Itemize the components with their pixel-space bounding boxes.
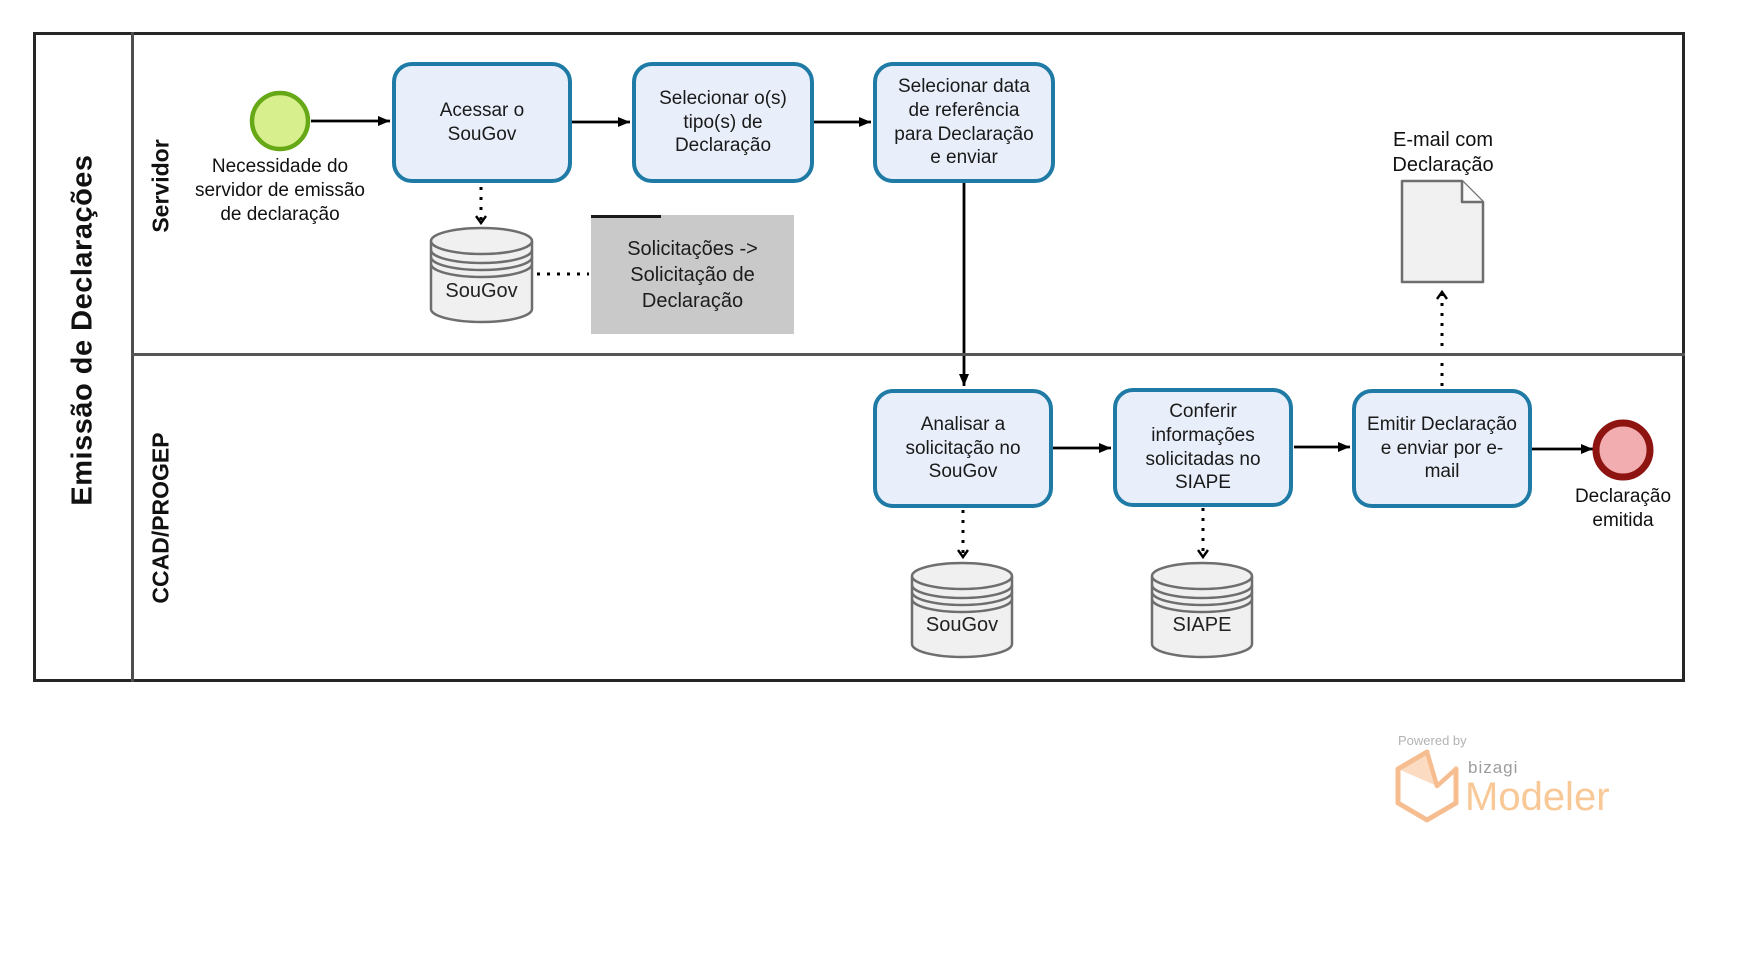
start-event-label: Necessidade do servidor de emissão de de…: [194, 156, 366, 225]
bizagi-logo-icon: [1395, 749, 1459, 823]
task-selecionar-data-referencia[interactable]: Selecionar data de referência para Decla…: [873, 62, 1055, 183]
task-acessar-o-sougov[interactable]: Acessar o SouGov: [392, 62, 572, 183]
annotation-bracket: [591, 215, 661, 218]
data-store-label-siape: SIAPE: [1172, 614, 1232, 636]
lane-label-ccad-progep: CCAD/PROGEP: [147, 432, 174, 604]
end-event[interactable]: [1592, 419, 1654, 481]
task-selecionar-tipos-declaracao[interactable]: Selecionar o(s) tipo(s) de Declaração: [632, 62, 814, 183]
annotation-text: Solicitações -> Solicitação de Declaraçã…: [627, 237, 758, 312]
data-store-sougov-ccad[interactable]: [910, 561, 1014, 659]
task-conferir-informacoes-siape[interactable]: Conferir informações solicitadas no SIAP…: [1113, 388, 1293, 507]
lane-label-servidor: Servidor: [147, 139, 174, 233]
pool-title: Emissão de Declarações: [66, 154, 99, 506]
modeler-wordmark: Modeler: [1465, 775, 1610, 819]
pool-emissao-de-declaracoes: [33, 32, 1685, 682]
lane-divider: [131, 353, 1685, 356]
email-document-label: E-mail com Declaração: [1392, 129, 1494, 176]
bizagi-wordmark: bizagi: [1468, 758, 1519, 777]
data-store-siape[interactable]: [1150, 561, 1254, 659]
powered-by-label: Powered by: [1398, 733, 1467, 748]
pool-title-divider: [131, 32, 134, 682]
email-document-icon[interactable]: [1400, 179, 1485, 284]
task-analisar-solicitacao-sougov[interactable]: Analisar a solicitação no SouGov: [873, 389, 1053, 508]
data-store-label-sougov-ccad: SouGov: [925, 614, 999, 636]
text-annotation-solicitacoes[interactable]: Solicitações -> Solicitação de Declaraçã…: [591, 215, 794, 334]
data-store-sougov-servidor[interactable]: [429, 226, 534, 324]
data-store-label-sougov-servidor: SouGov: [445, 280, 518, 302]
end-event-label: Declaração emitida: [1574, 486, 1672, 531]
start-event[interactable]: [249, 90, 311, 152]
task-emitir-declaracao-email[interactable]: Emitir Declaração e enviar por e-mail: [1352, 389, 1532, 508]
